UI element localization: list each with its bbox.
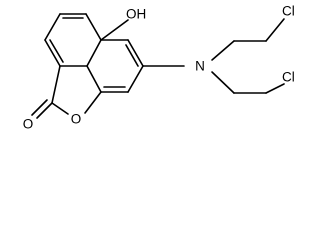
bond-ring-right-c7-c8 (127, 65, 144, 93)
bond-c5-oh (100, 19, 129, 41)
bond-n-ch2-lower (211, 71, 235, 94)
bond-ring-right-c6-c7-inner (125, 44, 139, 67)
ring-oxygen-label: O (71, 112, 82, 127)
chemical-structure: OH N Cl Cl O O (23, 4, 295, 132)
carbonyl-oxygen-label: O (23, 117, 34, 132)
bond-ring-right-c6-c7 (127, 39, 144, 67)
bond-ring-upper-right-top (85, 13, 102, 41)
bond-lactone-o-c8a (84, 91, 102, 114)
bond-lactone-c1-o (51, 102, 69, 115)
amine-nitrogen-label: N (195, 59, 205, 74)
bond-carbonyl-outer (36, 102, 53, 119)
bond-ch2-cl-upper (265, 18, 285, 42)
hydroxyl-label: OH (126, 7, 146, 22)
bond-ring-upper-left-top (44, 13, 61, 41)
bond-ring-upper-left-low-inner (49, 39, 64, 63)
bond-carbonyl-inner (31, 99, 48, 116)
bond-ch2-cl-lower (265, 83, 285, 94)
bond-lactone-c2a-c1 (51, 65, 61, 104)
bond-ring-right-c8a-c8b (86, 65, 102, 93)
chlorine-lower-label: Cl (282, 70, 295, 85)
chlorine-upper-label: Cl (282, 4, 295, 19)
bond-ring-upper-left-low (44, 39, 61, 67)
bond-n-ch2-upper (211, 40, 235, 61)
bond-ring-upper-right-low (86, 39, 102, 67)
